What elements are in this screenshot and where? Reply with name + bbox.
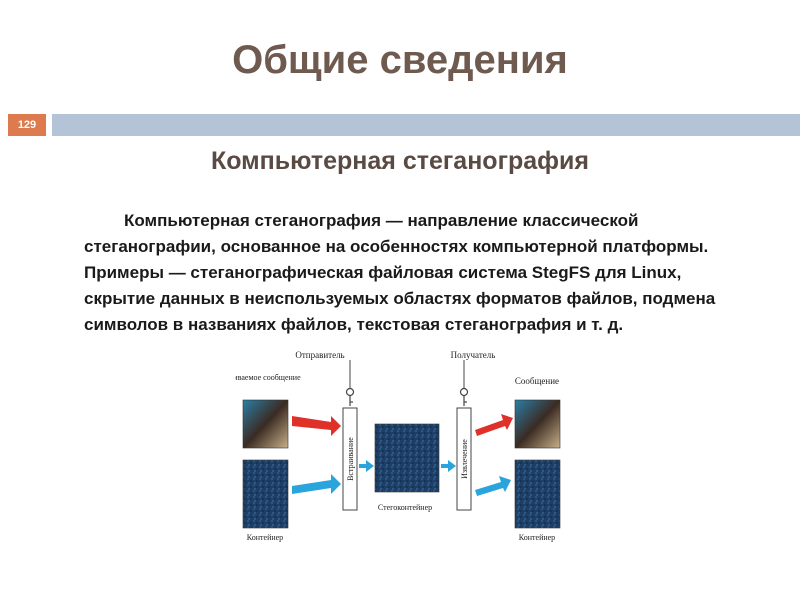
key-icon [461, 389, 468, 407]
container-left-image [243, 460, 288, 528]
container-left-label: Контейнер [247, 533, 283, 542]
body-paragraph: Компьютерная стеганография — направление… [84, 208, 744, 338]
container-right-image [515, 460, 560, 528]
extraction-label: Извлечение [460, 439, 469, 479]
message-label: Сообщение [515, 376, 559, 386]
header-rule [52, 114, 800, 136]
receiver-label: Получатель [451, 350, 496, 360]
red-arrow-left [292, 416, 341, 436]
key-icon [347, 389, 354, 407]
sender-label: Отправитель [295, 350, 344, 360]
page-number-badge: 129 [8, 114, 46, 136]
embedded-message-image [243, 400, 288, 448]
embedded-message-label: Встраиваемое сообщение [235, 373, 301, 382]
blue-arrow-middle-right [441, 460, 456, 472]
message-image [515, 400, 560, 448]
slide-title: Общие сведения [0, 38, 800, 83]
stegocontainer-image [375, 424, 439, 492]
embedding-label: Встраивание [346, 437, 355, 481]
container-right-label: Контейнер [519, 533, 555, 542]
blue-arrow-right [475, 476, 511, 496]
blue-arrow-middle [359, 460, 374, 472]
slide-subtitle: Компьютерная стеганография [0, 147, 800, 176]
blue-arrow-left [292, 474, 341, 494]
red-arrow-right [475, 414, 513, 436]
steganography-diagram: Встраиваемое сообщение Контейнер Отправи… [235, 340, 575, 550]
stegocontainer-label: Стегоконтейнер [378, 503, 432, 512]
